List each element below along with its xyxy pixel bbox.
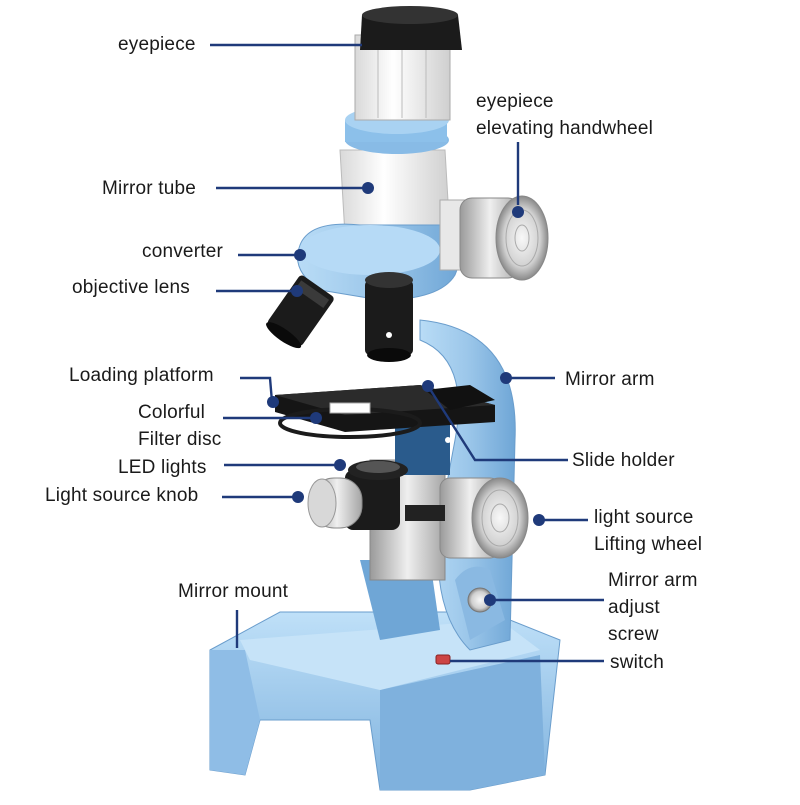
label-colorful-filter-1: Colorful	[138, 402, 206, 423]
leader-lines	[210, 43, 604, 663]
label-light-source-wheel-2: Lifting wheel	[594, 534, 703, 555]
eyepiece-handwheel	[459, 195, 549, 281]
label-led-lights: LED lights	[118, 457, 207, 478]
label-mirror-arm: Mirror arm	[565, 369, 655, 390]
eyepiece	[354, 6, 462, 121]
label-switch: switch	[610, 652, 664, 673]
loading-platform	[275, 385, 495, 439]
label-eyepiece-handwheel-1: eyepiece	[476, 91, 554, 112]
microscope-base	[209, 611, 561, 791]
label-loading-platform: Loading platform	[69, 365, 214, 386]
label-eyepiece-handwheel-2: elevating handwheel	[476, 118, 654, 139]
label-eyepiece: eyepiece	[118, 34, 196, 55]
lifting-wheel	[405, 477, 529, 559]
objective-lens	[266, 272, 413, 362]
leader-dots	[267, 182, 545, 606]
label-arm-screw-3: screw	[608, 624, 659, 645]
label-arm-screw-1: Mirror arm	[608, 570, 698, 591]
mirror-tube	[339, 106, 451, 243]
label-colorful-filter-2: Filter disc	[138, 429, 222, 450]
light-source-knob	[307, 477, 363, 529]
label-mirror-mount: Mirror mount	[178, 581, 289, 602]
label-light-source-knob: Light source knob	[45, 485, 199, 506]
label-slide-holder: Slide holder	[572, 450, 675, 471]
label-light-source-wheel-1: light source	[594, 507, 694, 528]
slide	[329, 402, 371, 414]
label-objective-lens: objective lens	[72, 277, 190, 298]
label-converter: converter	[142, 241, 224, 262]
label-mirror-tube: Mirror tube	[102, 178, 197, 199]
label-arm-screw-2: adjust	[608, 597, 660, 618]
power-switch	[435, 654, 451, 665]
